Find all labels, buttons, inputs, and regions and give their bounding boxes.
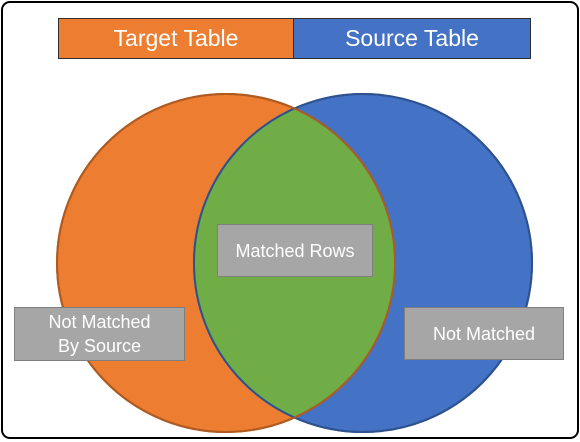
matched-rows-label: Matched Rows [217,224,373,277]
not-matched-by-source-line2: By Source [57,336,142,356]
not-matched-text: Not Matched [432,323,536,344]
source-circle-outline [193,93,533,433]
source-table-header: Source Table [293,18,531,59]
not-matched-by-source-label: Not Matched By Source [14,307,185,361]
not-matched-by-source-line1: Not Matched [48,312,151,332]
not-matched-label: Not Matched [404,307,564,360]
matched-rows-text: Matched Rows [235,240,355,261]
target-table-header: Target Table [58,18,294,59]
target-circle-outline [56,93,396,433]
